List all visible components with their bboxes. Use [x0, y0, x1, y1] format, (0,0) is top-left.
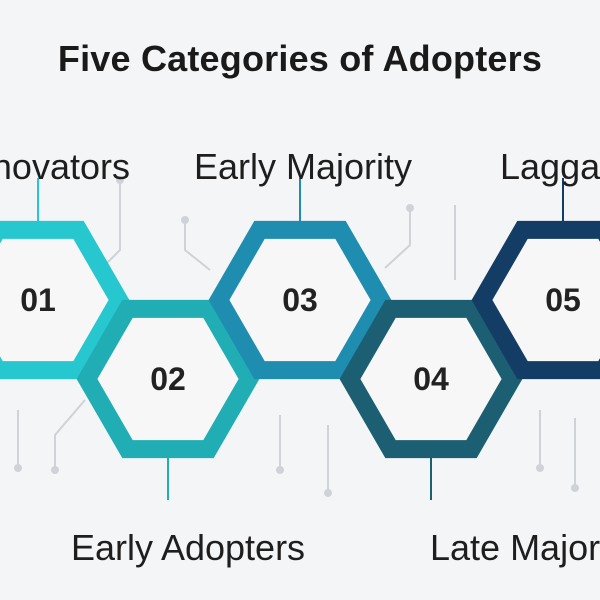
hexagon-number-03: 03 [282, 282, 318, 318]
category-label-03: Early Majority [194, 146, 412, 187]
hexagon-01 [0, 220, 130, 380]
diagram-title: Five Categories of Adopters [57, 38, 543, 79]
hexagon-number-02: 02 [150, 361, 186, 397]
hexagon-05 [471, 220, 600, 380]
circuit-decoration [17, 180, 576, 493]
circuit-nodes [14, 176, 579, 497]
category-label-02: Early Adopters [71, 527, 305, 568]
category-label-04: Late Majority [430, 527, 600, 568]
category-label-05: Laggards [500, 146, 600, 187]
hexagons [0, 220, 600, 459]
hexagon-number-01: 01 [20, 282, 56, 318]
hexagon-number-04: 04 [413, 361, 449, 397]
hexagon-03 [208, 220, 392, 380]
hexagon-04 [339, 299, 523, 459]
hexagon-number-05: 05 [545, 282, 581, 318]
hexagon-02 [76, 299, 260, 459]
category-label-01: Innovators [0, 146, 130, 187]
